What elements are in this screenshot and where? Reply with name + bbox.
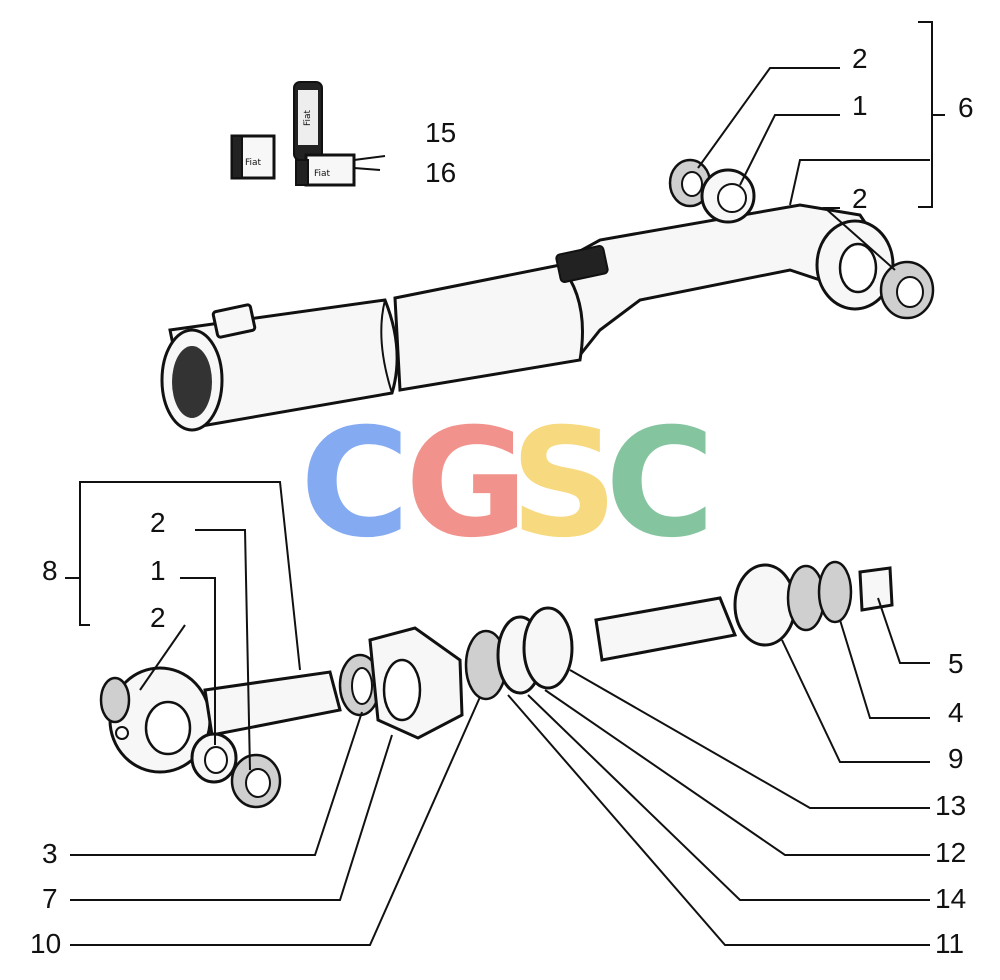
- rod-assembly: [99, 560, 894, 809]
- leader-top-6-arm: [789, 159, 930, 206]
- callout-top-1: 1: [852, 90, 868, 121]
- kit-box-right-side: [295, 159, 309, 186]
- callout-top-6: 6: [958, 92, 974, 123]
- callout-r-14: 14: [935, 883, 966, 914]
- watermark-logo: C G S C: [300, 397, 715, 571]
- watermark-letter-3: S: [510, 397, 618, 571]
- callout-l-10: 10: [30, 928, 61, 959]
- callout-r-9: 9: [948, 743, 964, 774]
- leader-r-13: [569, 669, 930, 809]
- barrel-break-line: [380, 299, 393, 394]
- cylinder-barrel: [160, 203, 895, 432]
- callout-r-11: 11: [935, 928, 964, 959]
- barrel-segment-right: [393, 263, 584, 392]
- kit-box-left-label: Fiat: [245, 158, 262, 168]
- rod-seal-2-left: [99, 676, 131, 724]
- leader-top-1: [739, 114, 840, 186]
- callout-numbers: 2 1 6 2 15 16 8 2 1 2 5 4 9 13 12 14 11 …: [30, 43, 974, 959]
- leader-l-7: [70, 734, 393, 901]
- leader-r-9: [781, 639, 930, 763]
- callout-r-4: 4: [948, 697, 964, 728]
- leader-8: [80, 481, 301, 671]
- callout-top-2b: 2: [852, 183, 868, 214]
- kit-box-right-label: Fiat: [314, 169, 331, 179]
- leader-left-2a: [195, 529, 251, 771]
- leader-r-11: [507, 694, 930, 946]
- piston-rod: [594, 596, 738, 662]
- rod-eye-bore: [144, 700, 192, 756]
- callout-r-13: 13: [935, 790, 966, 821]
- bracket-8: [65, 481, 90, 626]
- barrel-eye-bore: [838, 242, 878, 294]
- part-4-seal-b: [817, 560, 853, 624]
- callout-r-5: 5: [948, 648, 964, 679]
- watermark-letter-1: C: [300, 397, 410, 571]
- seal-kit-illustration: Fiat Fiat Fiat: [230, 81, 386, 187]
- leader-r-5: [877, 597, 930, 664]
- callout-left-8: 8: [42, 555, 58, 586]
- kit-box-right: [304, 153, 356, 187]
- watermark-letter-2: G: [405, 397, 528, 571]
- kit-fork: [353, 155, 386, 171]
- callout-r-12: 12: [935, 837, 966, 868]
- kit-tube-label-area: [298, 90, 318, 145]
- kit-tube-label: Fiat: [303, 109, 313, 126]
- top-bushing-1-bore: [717, 183, 747, 213]
- eye-seal-2-bore: [896, 276, 924, 308]
- callout-left-2b: 2: [150, 602, 166, 633]
- callout-top-2a: 2: [852, 43, 868, 74]
- leader-r-4: [839, 619, 930, 719]
- barrel-port-left: [211, 303, 257, 339]
- callout-left-1: 1: [150, 555, 166, 586]
- leader-l-10: [70, 696, 481, 946]
- leader-r-14: [527, 694, 930, 901]
- kit-box-left-side: [231, 135, 243, 179]
- part-13-ring: [522, 606, 574, 690]
- leader-left-2b: [139, 624, 186, 691]
- barrel-mouth-thread: [172, 346, 212, 418]
- callout-l-7: 7: [42, 883, 58, 914]
- callout-l-3: 3: [42, 838, 58, 869]
- bracket-6: [918, 21, 945, 208]
- barrel-port-block: [555, 245, 609, 283]
- callout-left-2a: 2: [150, 507, 166, 538]
- top-seal-2-bore: [681, 171, 703, 197]
- callout-kit-16: 16: [425, 157, 456, 188]
- part-5-nut: [858, 566, 894, 612]
- leader-lines: [65, 21, 945, 946]
- grease-nipple: [115, 726, 129, 740]
- part-7-gland-bore: [382, 658, 422, 722]
- rod-bushing-1-bore: [204, 746, 228, 774]
- part-3-seal-bore: [351, 667, 373, 705]
- watermark-letter-4: C: [605, 397, 715, 571]
- rod-shank: [203, 670, 342, 737]
- part-9-piston: [733, 563, 797, 647]
- callout-kit-15: 15: [425, 117, 456, 148]
- leader-top-2b: [822, 207, 896, 271]
- leader-l-3: [70, 711, 363, 856]
- leader-r-12: [544, 689, 930, 856]
- rod-seal-2-right-bore: [245, 768, 271, 798]
- leader-left-1: [180, 577, 216, 745]
- leader-top-2a: [697, 67, 840, 169]
